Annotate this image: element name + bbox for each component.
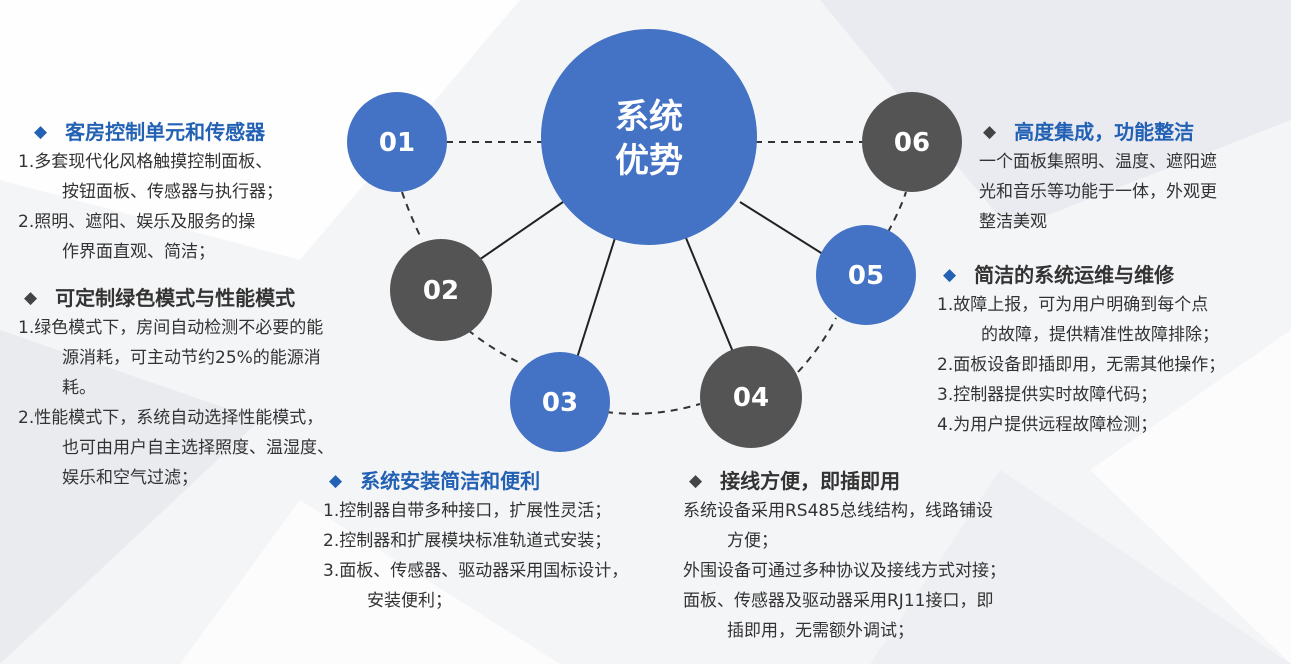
- diamond-icon: ◆: [689, 471, 703, 491]
- feature-block-05: ◆ 简洁的系统运维与维修 1.故障上报，可为用户明确到每个点 的故障，提供精准性…: [937, 260, 1225, 440]
- dash-03-04: [605, 403, 701, 415]
- node-06: 06: [862, 92, 962, 192]
- feature-block-05-line: 4.为用户提供远程故障检测；: [937, 415, 1158, 435]
- feature-block-01-line: 1.多套现代化风格触摸控制面板、: [18, 152, 273, 172]
- feature-block-06-line: 整洁美观: [979, 212, 1047, 232]
- diamond-icon: ◆: [34, 122, 48, 142]
- feature-block-06-title: 高度集成，功能整洁: [1014, 120, 1195, 144]
- feature-block-04-line: 系统设备采用RS485总线结构，线路铺设: [683, 501, 994, 521]
- center-label-line2: 优势: [615, 141, 683, 181]
- feature-block-04-line: 插即用，无需额外调试；: [727, 621, 914, 641]
- node-03-label: 03: [542, 388, 578, 418]
- feature-block-03-title: 系统安装简洁和便利: [360, 469, 541, 493]
- node-06-label: 06: [894, 128, 930, 158]
- feature-block-04-title-row: ◆ 接线方便，即插即用: [683, 466, 1006, 496]
- node-05-label: 05: [848, 261, 884, 291]
- feature-block-03: ◆ 系统安装简洁和便利 1.控制器自带多种接口，扩展性灵活； 2.控制器和扩展模…: [323, 466, 628, 616]
- diamond-icon: ◆: [983, 122, 997, 142]
- feature-block-02-line: 也可由用户自主选择照度、温湿度、: [62, 438, 334, 458]
- feature-block-02-title-row: ◆ 可定制绿色模式与性能模式: [18, 283, 334, 313]
- feature-block-01-line: 2.照明、遮阳、娱乐及服务的操: [18, 212, 256, 232]
- dash-01-02: [401, 191, 423, 241]
- feature-block-01: ◆ 客房控制单元和传感器 1.多套现代化风格触摸控制面板、 按钮面板、传感器与执…: [18, 117, 283, 267]
- feature-block-06: ◆ 高度集成，功能整洁 一个面板集照明、温度、遮阳遮 光和音乐等功能于一体，外观…: [979, 117, 1217, 237]
- node-03: 03: [510, 352, 610, 452]
- feature-block-05-line: 3.控制器提供实时故障代码；: [937, 385, 1158, 405]
- dash-02-03: [467, 329, 519, 363]
- feature-block-02-line: 耗。: [62, 378, 96, 398]
- feature-block-04-line: 方便；: [727, 531, 778, 551]
- dash-04-05: [797, 317, 837, 373]
- feature-block-01-title-row: ◆ 客房控制单元和传感器: [18, 117, 283, 147]
- node-01: 01: [347, 92, 447, 192]
- feature-block-03-title-row: ◆ 系统安装简洁和便利: [323, 466, 628, 496]
- node-05: 05: [816, 225, 916, 325]
- feature-block-03-line: 1.控制器自带多种接口，扩展性灵活；: [323, 501, 612, 521]
- feature-block-02-line: 2.性能模式下，系统自动选择性能模式，: [18, 408, 324, 428]
- feature-block-01-title: 客房控制单元和传感器: [65, 120, 266, 144]
- feature-block-02: ◆ 可定制绿色模式与性能模式 1.绿色模式下，房间自动检测不必要的能 源消耗，可…: [18, 283, 334, 493]
- diamond-icon: ◆: [943, 265, 957, 285]
- node-04: 04: [700, 346, 802, 448]
- diamond-icon: ◆: [329, 471, 343, 491]
- feature-block-02-line: 源消耗，可主动节约25%的能源消: [62, 348, 321, 368]
- node-01-label: 01: [379, 128, 415, 158]
- feature-block-02-line: 1.绿色模式下，房间自动检测不必要的能: [18, 318, 324, 338]
- spoke-05: [739, 201, 827, 257]
- dash-05-06: [887, 191, 907, 233]
- node-02-label: 02: [423, 276, 459, 306]
- feature-block-03-line: 3.面板、传感器、驱动器采用国标设计，: [323, 561, 629, 581]
- feature-block-01-line: 按钮面板、传感器与执行器；: [62, 182, 283, 202]
- node-02: 02: [390, 239, 492, 341]
- feature-block-06-title-row: ◆ 高度集成，功能整洁: [979, 117, 1217, 147]
- spoke-02: [475, 201, 564, 263]
- feature-block-06-line: 光和音乐等功能于一体，外观更: [979, 182, 1217, 202]
- feature-block-05-line: 2.面板设备即插即用，无需其他操作；: [937, 355, 1226, 375]
- node-04-label: 04: [733, 383, 769, 413]
- feature-block-05-line: 的故障，提供精准性故障排除；: [981, 325, 1219, 345]
- feature-block-02-line: 娱乐和空气过滤；: [62, 468, 198, 488]
- center-node: 系统 优势: [541, 29, 757, 245]
- center-label-line1: 系统: [615, 97, 683, 137]
- solid-spokes: [475, 201, 827, 359]
- feature-block-03-line: 安装便利；: [367, 591, 452, 611]
- feature-block-01-line: 作界面直观、简洁；: [62, 242, 215, 262]
- dashed-connectors: [401, 141, 907, 415]
- feature-block-05-title: 简洁的系统运维与维修: [974, 263, 1175, 287]
- feature-block-04-title: 接线方便，即插即用: [720, 469, 901, 493]
- spoke-03: [576, 237, 616, 359]
- spoke-04: [685, 237, 734, 353]
- diamond-icon: ◆: [24, 288, 38, 308]
- feature-block-05-title-row: ◆ 简洁的系统运维与维修: [937, 260, 1225, 290]
- feature-block-05-line: 1.故障上报，可为用户明确到每个点: [937, 295, 1209, 315]
- feature-block-04: ◆ 接线方便，即插即用 系统设备采用RS485总线结构，线路铺设 方便； 外围设…: [683, 466, 1006, 646]
- feature-block-03-line: 2.控制器和扩展模块标准轨道式安装；: [323, 531, 612, 551]
- feature-block-04-line: 面板、传感器及驱动器采用RJ11接口，即: [683, 591, 994, 611]
- feature-block-04-line: 外围设备可通过多种协议及接线方式对接；: [683, 561, 1006, 581]
- feature-block-06-line: 一个面板集照明、温度、遮阳遮: [979, 152, 1217, 172]
- feature-block-02-title: 可定制绿色模式与性能模式: [55, 286, 296, 310]
